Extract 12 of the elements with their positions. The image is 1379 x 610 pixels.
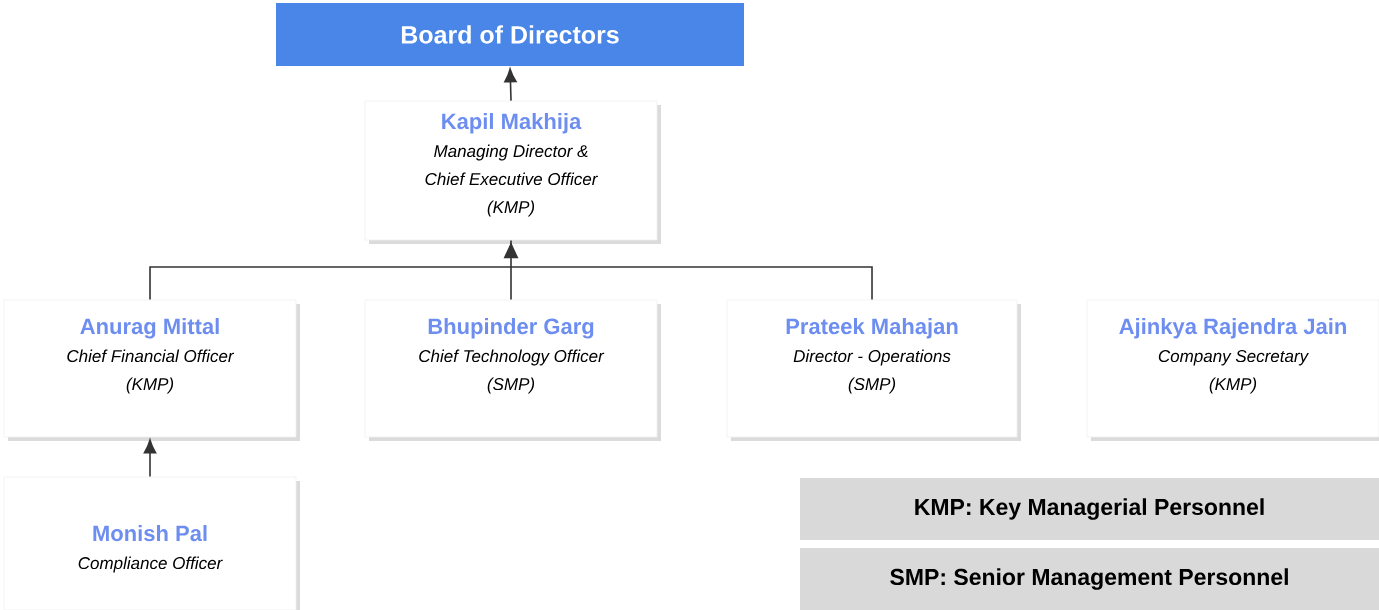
header-box: Board of Directors xyxy=(276,3,744,66)
arrow xyxy=(149,239,873,301)
person-card: Anurag Mittal Chief Financial Officer (KMP) xyxy=(3,299,300,441)
person-card: Bhupinder Garg Chief Technology Officer (SMP) xyxy=(364,299,661,441)
person-card: Prateek Mahajan Director - Operations (SMP) xyxy=(726,299,1021,441)
person-card: Ajinkya Rajendra Jain Company Secretary (KMP) xyxy=(1086,299,1379,441)
key-band: KMP: Key Managerial Personnel xyxy=(800,478,1379,540)
arrow xyxy=(504,68,517,102)
arrow xyxy=(143,439,157,478)
person-card: Monish Pal Compliance Officer xyxy=(3,476,300,610)
key-band: SMP: Senior Management Personnel xyxy=(800,548,1379,610)
person-card: Kapil Makhija Managing Director & Chief Executive Officer (KMP) xyxy=(364,100,661,244)
